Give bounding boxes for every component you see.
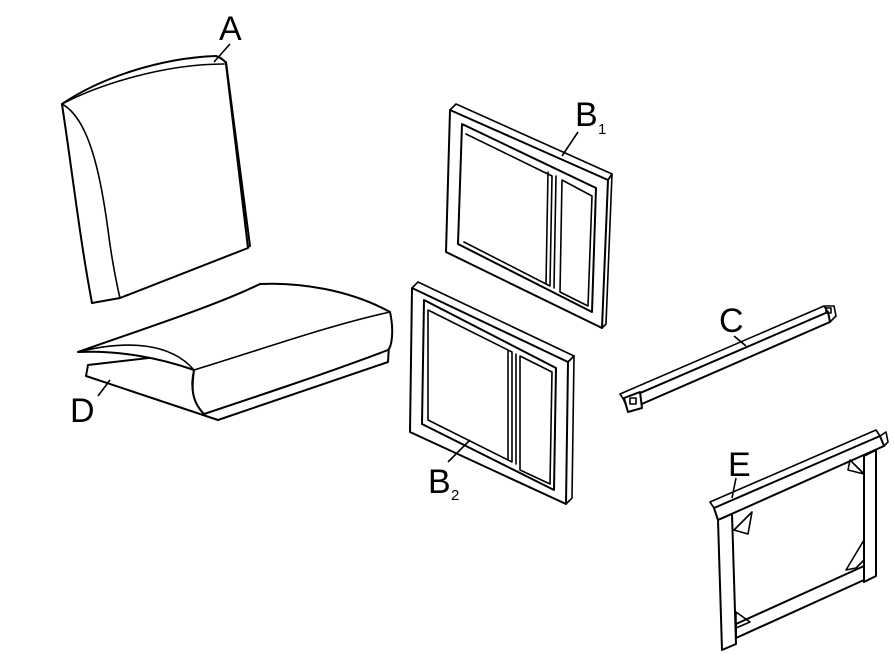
label-c: C	[719, 302, 744, 340]
part-a-backrest	[61, 55, 251, 304]
label-b2: B	[428, 463, 451, 501]
label-b1-subscript: 1	[598, 121, 606, 138]
leader-e	[731, 477, 737, 499]
leader-b1	[561, 131, 579, 157]
part-b1-frame	[445, 103, 613, 329]
part-c-rail	[619, 305, 837, 413]
label-b1: B	[575, 96, 598, 134]
leader-lines	[97, 43, 747, 499]
leader-c	[733, 335, 747, 347]
label-e: E	[728, 446, 751, 484]
leader-b2	[447, 439, 471, 463]
part-d-seat	[77, 282, 394, 421]
leader-d	[97, 379, 111, 397]
leader-a	[213, 43, 231, 63]
label-d: D	[70, 392, 95, 430]
label-a: A	[219, 10, 242, 48]
part-e-frame	[709, 429, 889, 651]
label-b2-subscript: 2	[451, 487, 459, 504]
part-labels: A B 1 B 2 C D E	[70, 10, 751, 504]
part-b2-frame	[409, 281, 575, 505]
